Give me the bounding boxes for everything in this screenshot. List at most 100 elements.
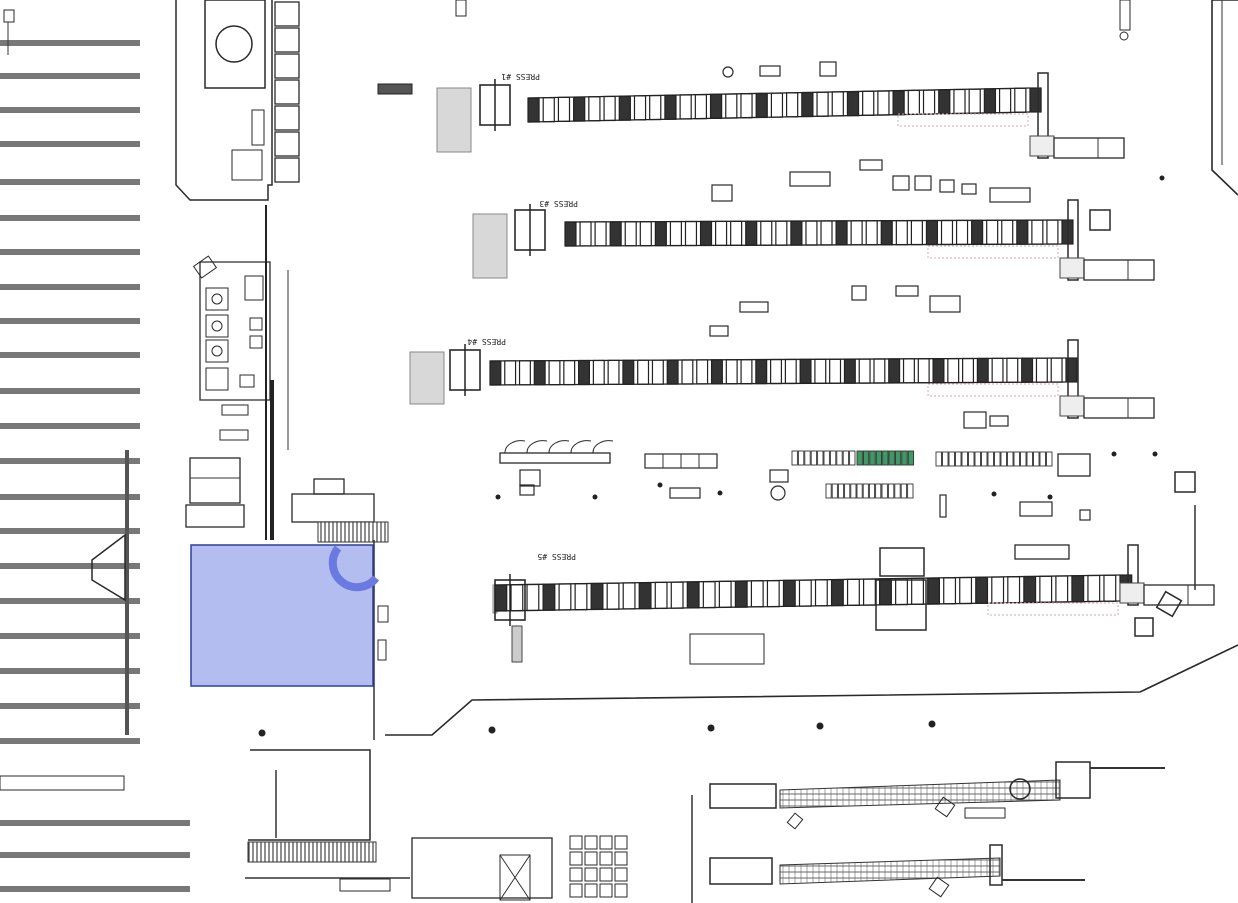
rack-row xyxy=(0,820,190,826)
rack-row xyxy=(0,423,140,429)
rack-row xyxy=(0,852,190,858)
bin-slot xyxy=(797,450,805,466)
press-line xyxy=(492,544,1215,626)
bin-slot xyxy=(887,483,895,499)
rack-row xyxy=(0,73,140,79)
bin-slot xyxy=(961,451,968,467)
bin-slot xyxy=(1039,451,1046,467)
bin-slot xyxy=(1020,451,1027,467)
bin-slot xyxy=(825,483,832,499)
rack-ramp xyxy=(91,533,126,602)
bin-slot xyxy=(791,450,798,466)
rack-row xyxy=(0,215,140,221)
bin-slot xyxy=(1026,451,1033,467)
bin-slot xyxy=(844,483,851,499)
selection-rectangle[interactable] xyxy=(190,544,374,687)
rack-row xyxy=(0,141,140,147)
bin-slot xyxy=(981,451,988,467)
rack-row xyxy=(0,703,140,709)
bottom-left-building xyxy=(245,726,628,901)
rack-row xyxy=(0,528,140,534)
storage-bin-rows xyxy=(499,440,1091,499)
bin-slot xyxy=(974,451,981,467)
press-line xyxy=(472,199,1155,281)
top-left-building xyxy=(175,0,300,201)
bin-slot xyxy=(831,483,838,499)
rack-base xyxy=(0,775,125,791)
corner-marker xyxy=(3,9,15,23)
bin-slot xyxy=(823,450,830,466)
quarter-ring-handle-icon[interactable] xyxy=(328,545,380,592)
bin-slot xyxy=(968,451,975,467)
rack-row xyxy=(0,249,140,255)
bin-slot xyxy=(881,483,888,499)
press-line xyxy=(409,339,1155,419)
rack-row xyxy=(0,458,140,464)
bin-slot xyxy=(875,483,882,499)
bin-slot xyxy=(901,450,908,466)
rack-row xyxy=(0,494,140,500)
rack-row xyxy=(0,563,140,569)
left-utility-block xyxy=(185,205,289,540)
rack-row xyxy=(0,352,140,358)
rack-row xyxy=(0,738,140,744)
press-3-label: PRESS #3 xyxy=(539,199,578,208)
bin-slot xyxy=(942,451,949,467)
rack-row xyxy=(0,318,140,324)
bin-slot xyxy=(862,450,870,466)
bin-slot xyxy=(1000,451,1007,467)
press-5-label: PRESS #5 xyxy=(537,552,576,561)
bin-slot xyxy=(862,483,869,499)
central-dock xyxy=(291,478,389,740)
bin-slot xyxy=(875,450,883,466)
bin-slot xyxy=(856,450,863,466)
bin-slot xyxy=(994,451,1001,467)
bin-slot xyxy=(850,483,857,499)
rack-row xyxy=(0,107,140,113)
bin-slot xyxy=(894,483,901,499)
bin-slot xyxy=(888,450,895,466)
bin-slot xyxy=(1013,451,1020,467)
bin-slot xyxy=(842,450,850,466)
bin-slot xyxy=(868,483,876,499)
bin-slot xyxy=(907,483,914,499)
bin-slot xyxy=(837,483,845,499)
bin-slot xyxy=(1046,451,1053,467)
bin-slot xyxy=(955,451,962,467)
rack-upright xyxy=(125,450,129,735)
rack-row xyxy=(0,284,140,290)
bin-slot xyxy=(817,450,824,466)
press-line xyxy=(436,72,1125,159)
bin-slot xyxy=(829,450,837,466)
floor-boundary-walls xyxy=(385,0,1238,736)
rack-row xyxy=(0,598,140,604)
press-1-label: PRESS #1 xyxy=(501,72,540,81)
bin-slot xyxy=(1007,451,1014,467)
bin-slot xyxy=(907,450,915,466)
bin-slot xyxy=(836,450,843,466)
bin-slot xyxy=(894,450,902,466)
rack-row xyxy=(0,40,140,46)
press-4-label: PRESS #4 xyxy=(467,337,506,346)
bin-slot xyxy=(935,451,942,467)
rack-row xyxy=(0,388,140,394)
bin-slot xyxy=(948,451,955,467)
press-5-extras xyxy=(511,209,1196,665)
bin-slot xyxy=(1033,451,1040,467)
bin-slot xyxy=(869,450,876,466)
rack-row xyxy=(0,886,190,892)
bin-slot xyxy=(987,451,994,467)
bottom-conveyor-lines xyxy=(691,761,1165,903)
rack-row xyxy=(0,633,140,639)
bin-slot xyxy=(882,450,889,466)
bin-slot xyxy=(849,450,856,466)
bin-slot xyxy=(856,483,863,499)
left-storage-racks xyxy=(0,40,190,892)
press-lines xyxy=(377,0,1215,665)
bin-slot xyxy=(810,450,818,466)
rack-row xyxy=(0,179,140,185)
bin-slot xyxy=(900,483,908,499)
rack-row xyxy=(0,668,140,674)
bin-slot xyxy=(804,450,811,466)
